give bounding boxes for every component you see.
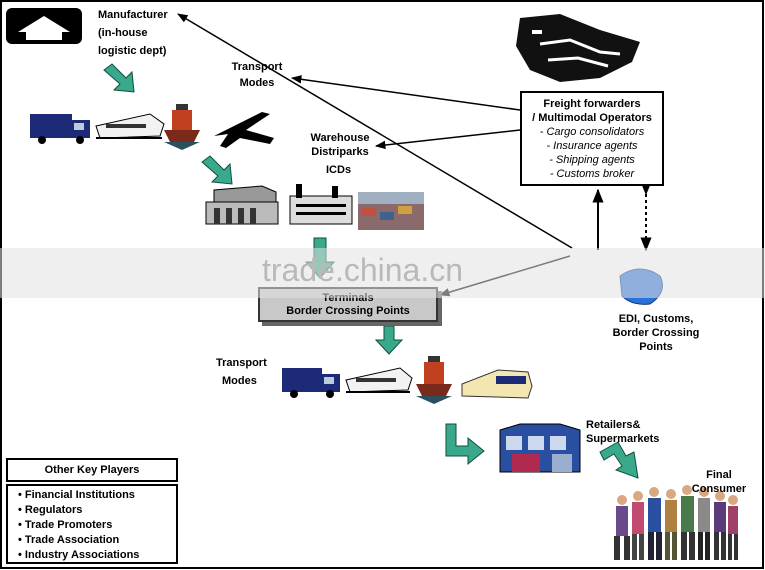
green-arrow-2 [201, 155, 233, 185]
store-icon [499, 423, 581, 473]
terminals-box: Terminals Border Crossing Points [258, 287, 438, 322]
transport-modes-top-label: Transport Modes [231, 61, 283, 89]
ff-item: - Customs broker [549, 168, 635, 180]
house-logo-icon [6, 8, 82, 44]
factory-icon [289, 184, 353, 225]
ff-item: - Shipping agents [549, 154, 635, 166]
list-item: • Trade Association [18, 534, 120, 546]
handshake-icon [516, 14, 640, 82]
other-key-players-list: • Financial Institutions • Regulators • … [6, 484, 178, 564]
people-group-icon [614, 485, 738, 560]
ship-icon [164, 104, 200, 150]
freight-forwarders-box: Freight forwarders / Multimodal Operator… [520, 91, 664, 186]
list-item: • Trade Promoters [18, 519, 113, 531]
green-arrow-4 [374, 325, 404, 355]
warehouse-label: Warehouse Distriparks [310, 132, 370, 158]
border-crossing-title: Border Crossing Points [286, 305, 410, 317]
edi-customs-label: EDI, Customs, Border Crossing Points [612, 313, 700, 353]
final-consumer-label: Final Consumer [691, 469, 747, 495]
ff-item: - Insurance agents [546, 140, 638, 152]
watermark-text: trade.china.cn [262, 252, 464, 288]
list-item: • Industry Associations [18, 549, 140, 561]
green-arrow-6 [599, 441, 639, 479]
train-icon-bottom [345, 367, 413, 393]
retailers-label: Retailers& Supermarkets [586, 419, 660, 445]
list-item: • Financial Institutions [18, 489, 135, 501]
ff-title-line-1: Freight forwarders [543, 98, 641, 110]
icds-label: ICDs [326, 164, 352, 176]
line-to-warehouse [374, 129, 521, 150]
manufacturer-label: Manufacturer (in-house logistic dept) [98, 9, 168, 57]
ff-title-line-2: / Multimodal Operators [532, 112, 652, 124]
warehouse-icon [205, 185, 279, 225]
airplane-icon [214, 112, 274, 148]
ship-icon-bottom [416, 356, 452, 404]
truck-icon [30, 114, 90, 144]
line-to-transport-modes [290, 75, 521, 111]
airplane-icon-bottom [461, 369, 533, 399]
train-icon [95, 113, 165, 139]
green-arrow-5 [445, 423, 485, 466]
container-port-icon [358, 192, 424, 230]
truck-icon-bottom [282, 368, 340, 398]
list-item: • Regulators [18, 504, 83, 516]
green-arrow-1 [103, 63, 135, 93]
line-to-manufacturer [177, 13, 573, 249]
ff-item: - Cargo consolidators [539, 126, 645, 138]
transport-modes-bottom-label: Transport Modes [216, 357, 267, 387]
other-key-players-title: Other Key Players [6, 458, 178, 482]
watermark-band: trade.china.cn [0, 248, 765, 298]
